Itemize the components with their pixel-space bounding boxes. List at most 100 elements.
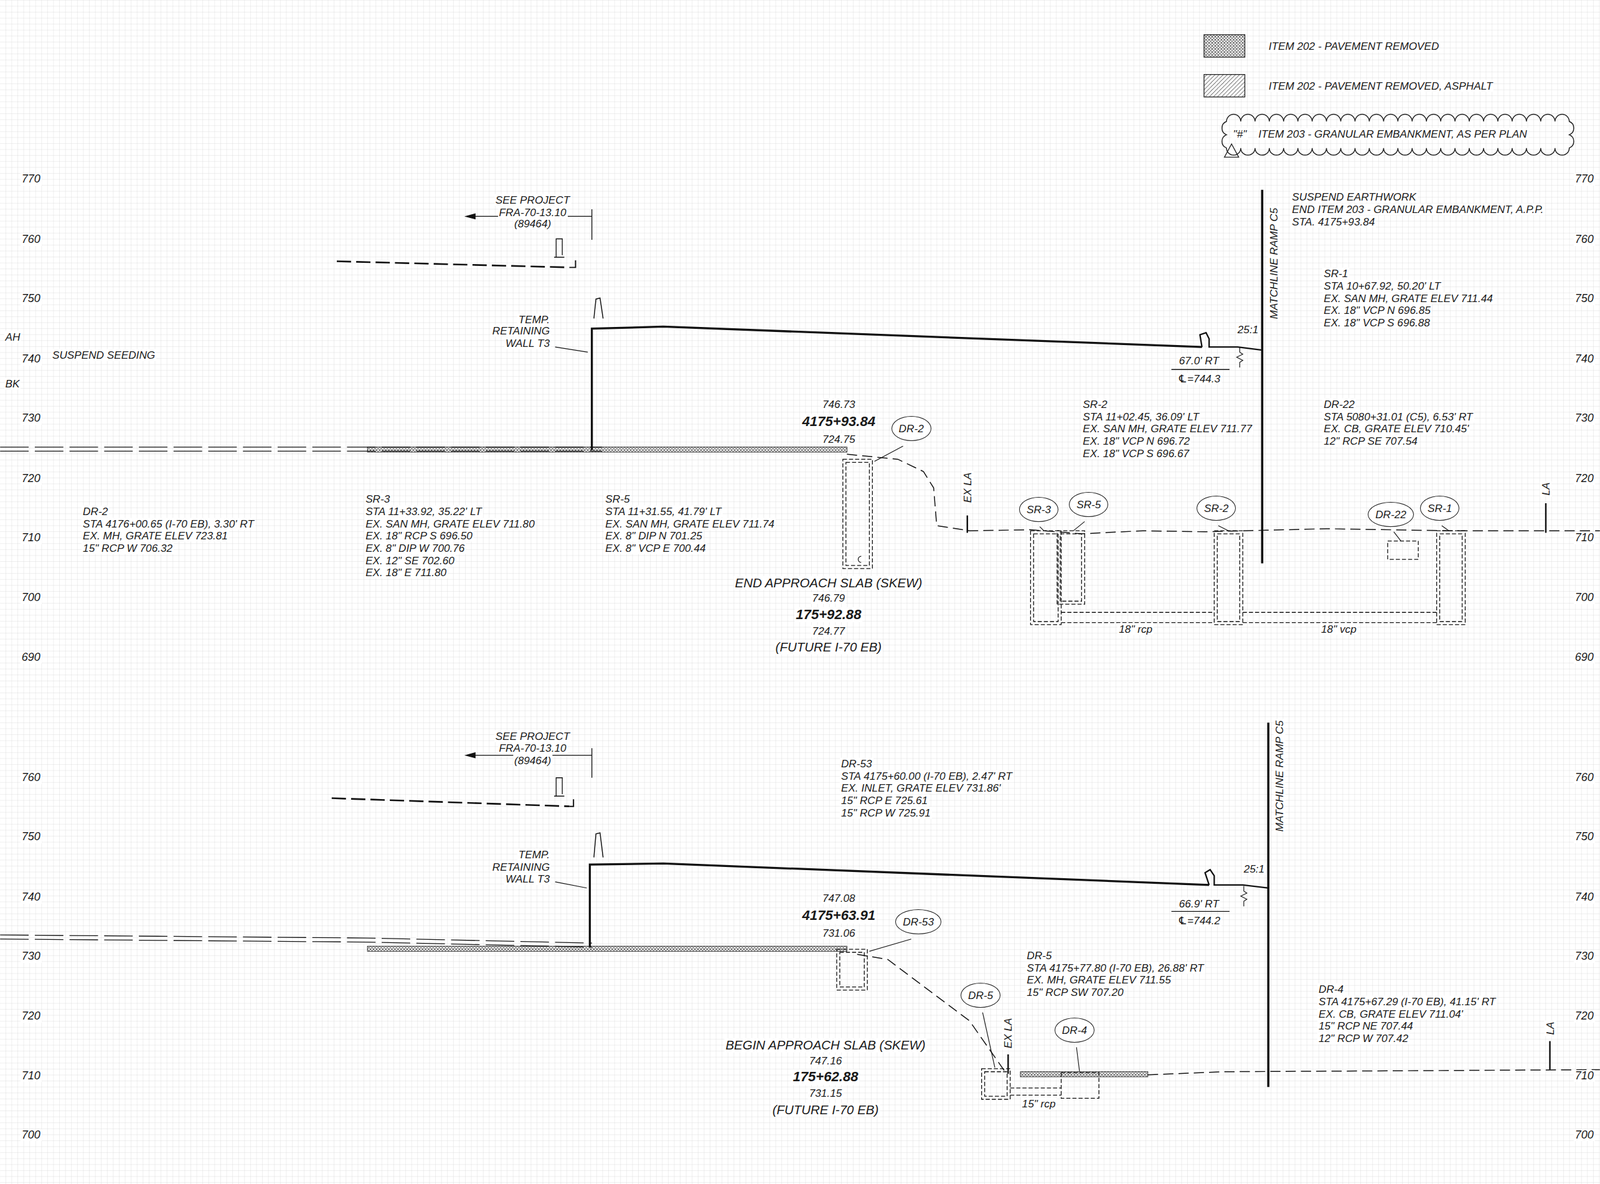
note-text: 12" RCP SE 707.54: [1322, 435, 1419, 448]
elevation-label: 740: [1573, 890, 1596, 904]
leader-line: [555, 346, 588, 352]
elevation-label: 740: [1573, 352, 1596, 366]
break-symbol: [1240, 885, 1248, 906]
note-text: DR-5: [1025, 949, 1053, 962]
elevation-label: 760: [1573, 233, 1596, 246]
note-text: EX. CB, GRATE ELEV 710.45': [1322, 422, 1470, 435]
note-text: 724.75: [821, 432, 857, 445]
limit-tick: [1545, 503, 1547, 533]
callout-bubble: DR-5: [960, 982, 1001, 1008]
dimension-line: [1171, 910, 1230, 912]
barrier-symbol: [554, 238, 565, 257]
leader-line: [1039, 526, 1045, 532]
note-text: EX. CB, GRATE ELEV 711.04': [1317, 1007, 1465, 1020]
note-text: 747.16: [808, 1054, 844, 1066]
leader-line: [982, 1012, 995, 1068]
elevation-label: 700: [20, 592, 42, 605]
note-text: EX. 18" VCP S 696.88: [1322, 316, 1432, 329]
existing-ground: [857, 953, 1006, 1071]
note-text: MATCHLINE RAMP C5: [1273, 718, 1286, 833]
arrowhead: [464, 213, 476, 220]
note-text: SEE PROJECT: [494, 729, 571, 742]
note-text: 25:1: [1242, 862, 1266, 875]
adjacent-grade: [569, 260, 576, 268]
note-text: EX LA: [961, 471, 974, 505]
elevation-label: 750: [1573, 292, 1596, 306]
limit-tick: [1007, 1054, 1009, 1074]
note-text: 4175+93.84: [801, 414, 877, 429]
note-text: 4175+63.91: [801, 907, 877, 923]
elevation-label: 720: [20, 1010, 42, 1023]
note-text: 15" RCP NE 707.44: [1317, 1019, 1415, 1032]
note-text: SUSPEND EARTHWORK: [1290, 191, 1417, 203]
structure: [839, 951, 865, 987]
note-text: SUSPEND SEEDING: [51, 349, 157, 362]
break-symbol: [1236, 346, 1243, 368]
note-text: EX. 8" VCP E 700.44: [603, 542, 707, 555]
leader-line: [1073, 521, 1085, 531]
structure: [1440, 533, 1463, 622]
note-text: WALL T3: [504, 872, 551, 885]
dimension-line: [1171, 369, 1230, 370]
note-text: ℄=744.3: [1176, 372, 1222, 385]
elevation-label: 700: [1573, 592, 1596, 605]
note-text: STA 4176+00.65 (I-70 EB), 3.30' RT: [81, 517, 256, 530]
note-text: 25:1: [1236, 323, 1260, 336]
note-text: RETAINING: [491, 860, 551, 873]
elevation-label: 730: [1573, 950, 1596, 963]
note-text: "#": [1232, 127, 1249, 140]
note-text: DR-22: [1322, 398, 1356, 411]
legend-text: ITEM 202 - PAVEMENT REMOVED, ASPHALT: [1267, 79, 1495, 92]
note-text: 724.77: [811, 624, 847, 637]
elevation-label: 710: [1573, 531, 1596, 545]
structure: [984, 1071, 1008, 1096]
elevation-label: 710: [20, 1069, 42, 1083]
existing-ground: [846, 453, 1600, 534]
callout-bubble: SR-5: [1068, 491, 1109, 517]
callout-bubble: DR-2: [891, 415, 932, 441]
note-text: STA 5080+31.01 (C5), 6.53' RT: [1322, 410, 1474, 423]
elevation-label: 750: [20, 292, 42, 306]
structure: [842, 458, 873, 568]
barrier-symbol: [554, 777, 565, 796]
leader-line: [869, 938, 911, 952]
note-text: SEE PROJECT: [494, 194, 571, 207]
revision-cloud: [1222, 114, 1574, 156]
callout-bubble: DR-53: [895, 908, 942, 934]
note-text: 12" RCP W 707.42: [1317, 1031, 1410, 1044]
note-text: BK: [4, 377, 22, 390]
pipe: [1242, 611, 1437, 622]
legend-swatch: [1204, 34, 1246, 58]
note-text: STA 4175+67.29 (I-70 EB), 41.15' RT: [1317, 994, 1497, 1007]
pavement-removed: [367, 945, 847, 951]
note-text: (89464): [512, 217, 553, 230]
structure: [1033, 533, 1058, 622]
note-text: (FUTURE I-70 EB): [771, 1101, 881, 1117]
note-text: 746.79: [811, 592, 847, 604]
limit-tick: [966, 515, 969, 533]
note-text: 15" RCP W 725.91: [839, 806, 932, 819]
note-text: EX. MH, GRATE ELEV 723.81: [81, 529, 230, 542]
elevation-label: 730: [20, 412, 42, 425]
leader-line: [1393, 531, 1401, 542]
elevation-label: 720: [1573, 1010, 1596, 1023]
note-text: STA 11+31.55, 41.79' LT: [603, 505, 723, 518]
note-text: 731.15: [808, 1087, 844, 1099]
structure: [981, 1068, 1011, 1099]
parapet-symbol: [593, 832, 604, 857]
leader-line: [555, 881, 588, 888]
elevation-label: 710: [20, 531, 42, 545]
callout-bubble: DR-22: [1367, 501, 1414, 527]
structure: [1217, 533, 1240, 622]
note-text: WALL T3: [504, 336, 551, 349]
note-text: END APPROACH SLAB (SKEW): [734, 575, 924, 591]
elevation-label: 720: [20, 472, 42, 485]
note-text: EX. MH, GRATE ELEV 711.55: [1025, 973, 1172, 986]
callout-number: SR-2: [1204, 502, 1229, 515]
note-text: (89464): [512, 754, 553, 767]
note-text: SR-2: [1081, 398, 1109, 411]
note-text: 731.06: [821, 927, 857, 939]
matchline: [1266, 722, 1270, 1087]
callout-number: SR-3: [1026, 503, 1051, 515]
note-text: DR-2: [81, 505, 109, 518]
